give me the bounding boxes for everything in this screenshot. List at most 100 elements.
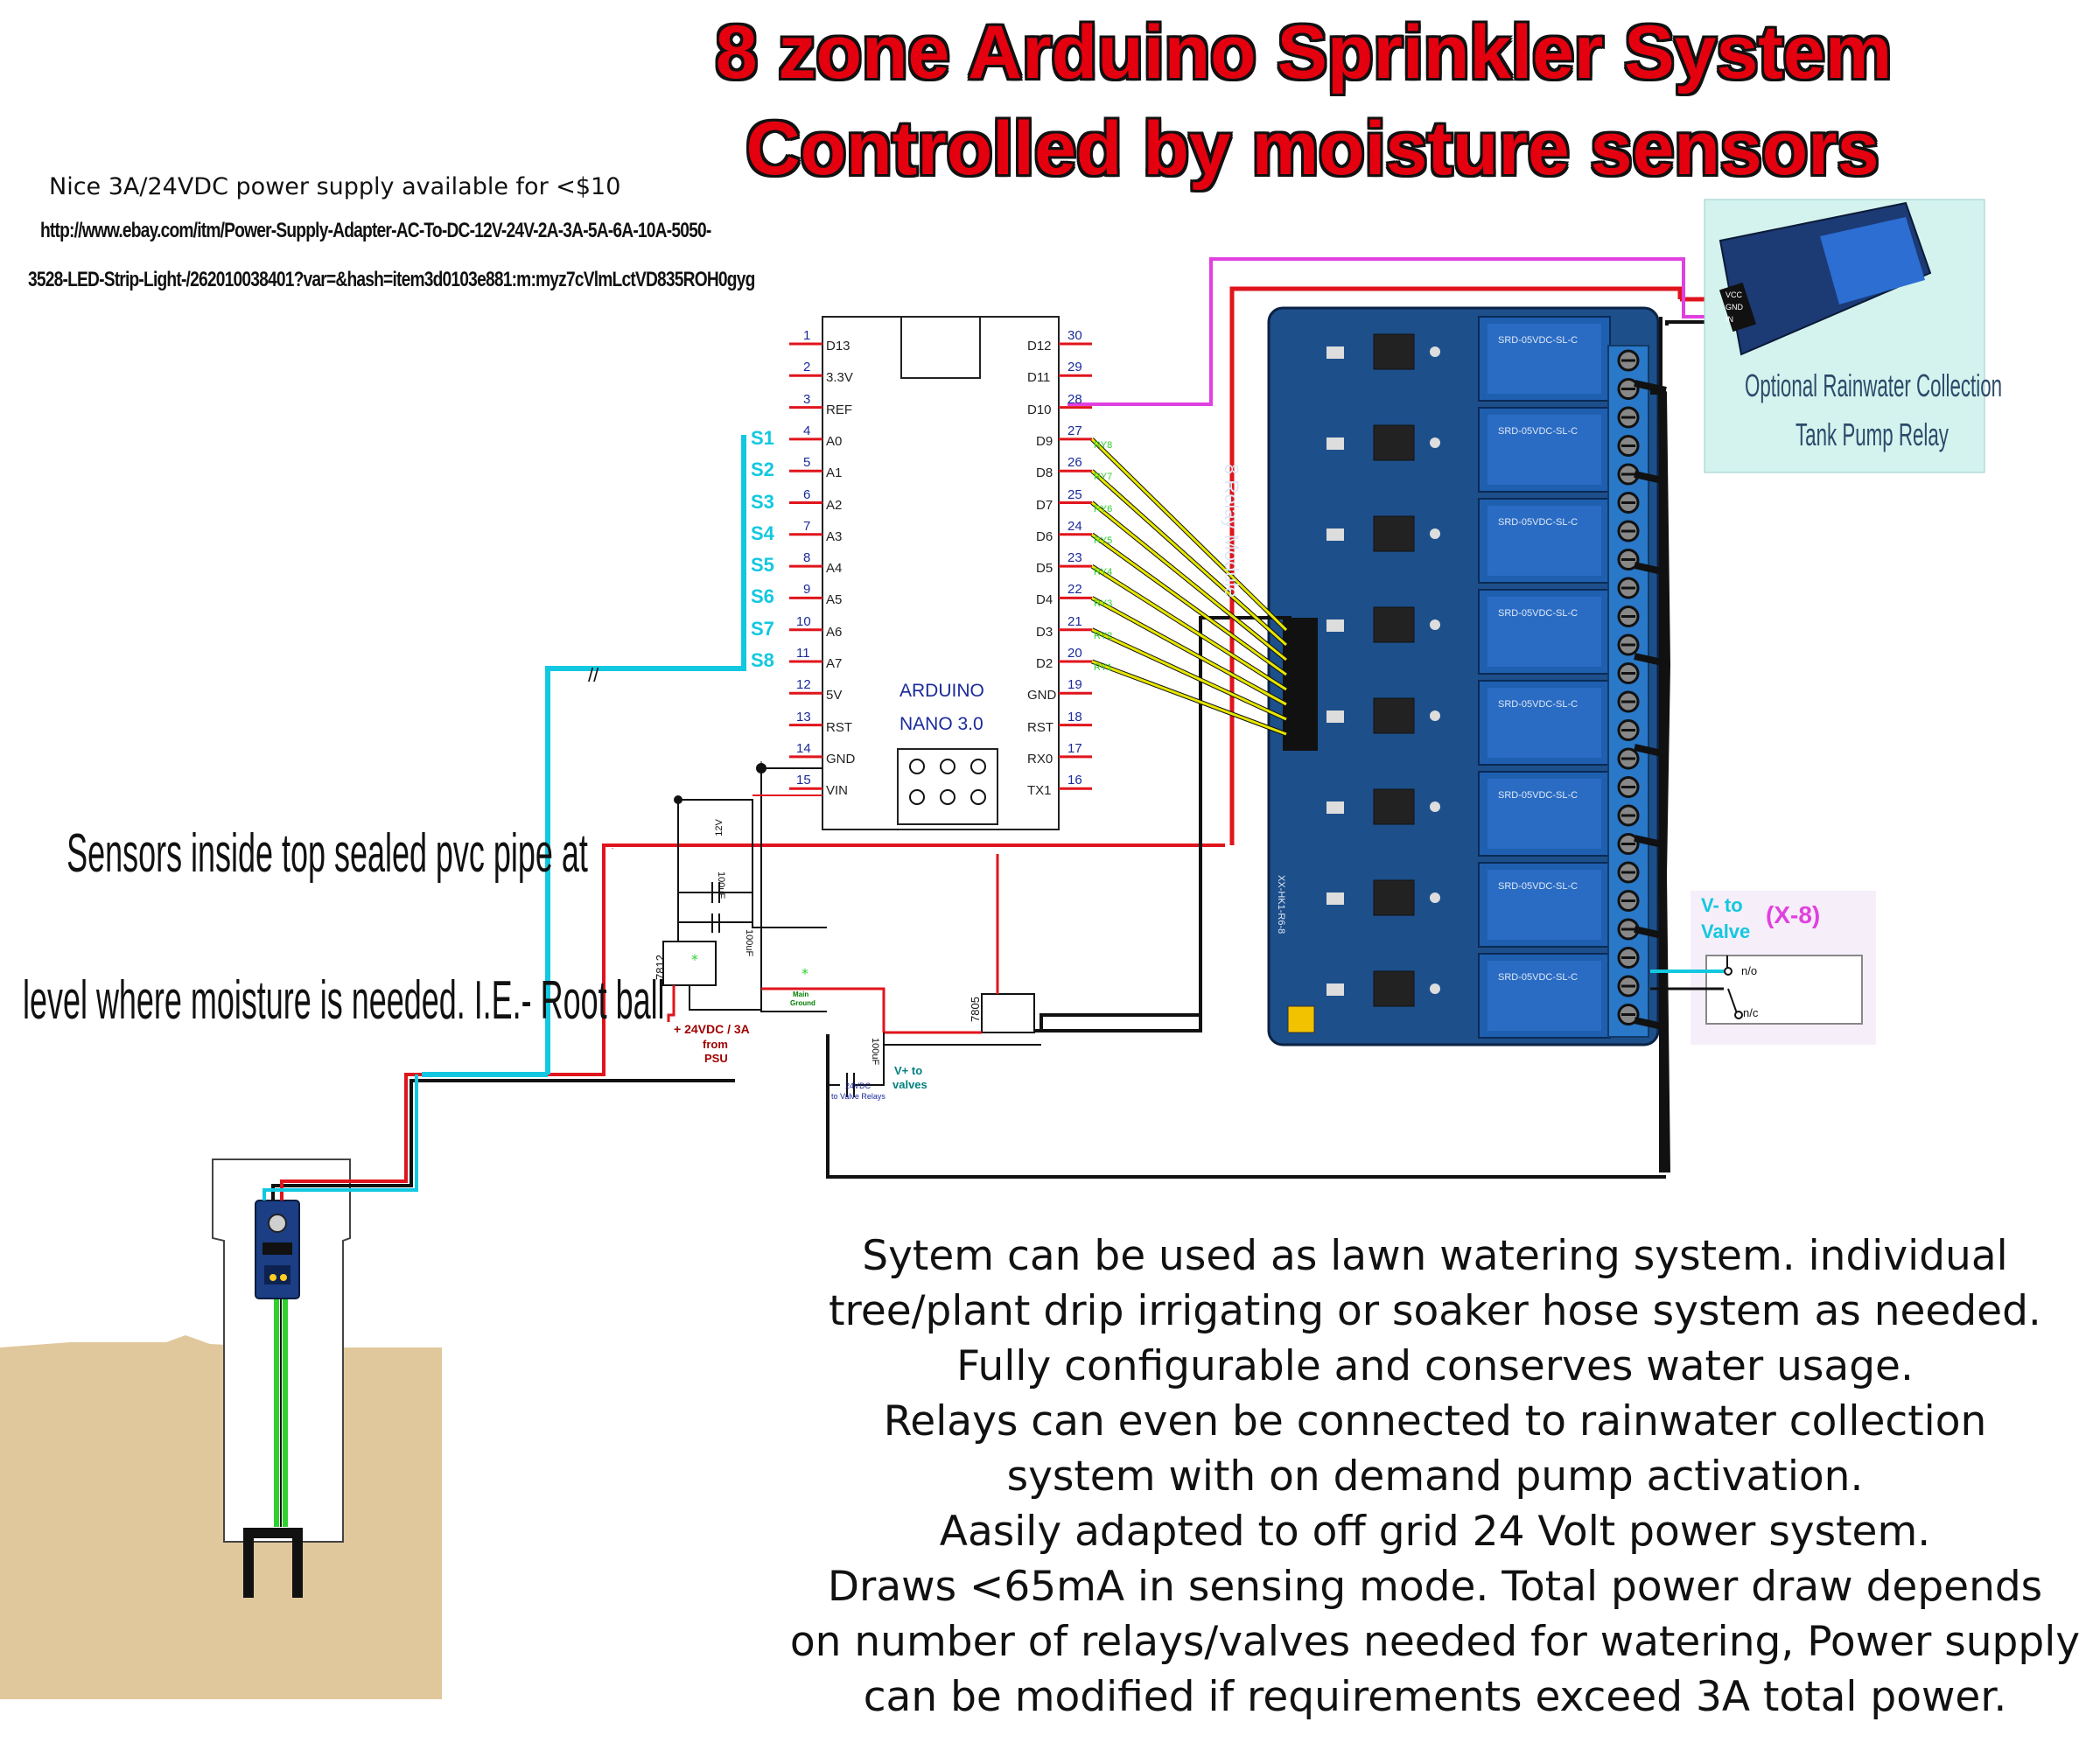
left-pin-label: 3.3V bbox=[826, 370, 853, 386]
optocoupler bbox=[1373, 606, 1415, 643]
valve-label-2: Valve bbox=[1701, 920, 1751, 942]
left-pin-number: 12 bbox=[796, 677, 811, 693]
optional-relay-line-2: Tank Pump Relay bbox=[1796, 416, 1949, 452]
relay-face bbox=[1488, 597, 1601, 667]
bus-tap bbox=[1634, 926, 1667, 940]
sensor-cable bbox=[545, 435, 746, 1074]
regulator-7805-label: 7805 bbox=[968, 997, 982, 1022]
smd-part bbox=[1326, 528, 1344, 541]
right-pin-number: 19 bbox=[1068, 677, 1082, 693]
valve-contact-box bbox=[1705, 955, 1863, 1025]
sensor-label-s6: S6 bbox=[751, 585, 774, 608]
optocoupler bbox=[1373, 788, 1415, 825]
relay-led bbox=[1430, 892, 1440, 903]
left-pin-number: 7 bbox=[803, 518, 811, 534]
signal-wire-group bbox=[1090, 438, 1288, 737]
relay-signal-label-ry5: RY5 bbox=[1094, 535, 1113, 546]
soil bbox=[0, 1335, 442, 1699]
relay-text: SRD-05VDC-SL-C bbox=[1498, 790, 1578, 801]
valve-relay-label-2: to Valve Relays bbox=[831, 1092, 886, 1101]
optocoupler bbox=[1373, 697, 1415, 734]
left-pin-label: VIN bbox=[826, 783, 849, 799]
left-pin-number: 6 bbox=[803, 486, 811, 502]
relay-text: SRD-05VDC-SL-C bbox=[1498, 881, 1578, 892]
sensor-label-s4: S4 bbox=[751, 522, 774, 544]
left-pin-number: 9 bbox=[803, 582, 811, 598]
relay-text: SRD-05VDC-SL-C bbox=[1498, 426, 1578, 437]
main-ground-2: Ground bbox=[790, 999, 816, 1007]
right-pin-number: 21 bbox=[1068, 613, 1082, 629]
marker-star: * bbox=[691, 951, 698, 968]
signal-wire bbox=[1091, 564, 1287, 691]
optional-relay-module bbox=[1718, 201, 1932, 356]
optocoupler bbox=[1373, 424, 1415, 461]
right-pin-label: GND bbox=[1027, 688, 1057, 704]
psu-input-2: from bbox=[703, 1038, 728, 1051]
right-pin-number: 16 bbox=[1068, 773, 1082, 788]
title-line-1: 8 zone Arduino Sprinkler System bbox=[715, 10, 1893, 94]
relay-led bbox=[1430, 710, 1440, 721]
cap-label-1: 100uF bbox=[716, 872, 726, 900]
right-pin-label: D5 bbox=[1036, 561, 1054, 577]
right-pin-label: RX0 bbox=[1027, 751, 1054, 766]
right-pin-number: 25 bbox=[1068, 486, 1082, 502]
relay-signal-label-ry8: RY8 bbox=[1094, 439, 1113, 451]
vplus-valves-2: valves bbox=[892, 1078, 928, 1091]
bus-tap bbox=[1634, 653, 1667, 667]
right-pin-number: 23 bbox=[1068, 550, 1082, 566]
relay-face bbox=[1488, 688, 1601, 758]
sensor-label-s1: S1 bbox=[751, 426, 774, 449]
regulator-7812-label: 7812 bbox=[653, 955, 667, 980]
right-pin-label: D8 bbox=[1036, 466, 1054, 481]
smd-part bbox=[1326, 710, 1344, 723]
relay-board-model: XX-HK1-R6-8 bbox=[1276, 875, 1286, 934]
right-pin-number: 26 bbox=[1068, 455, 1082, 471]
sensor-label-s2: S2 bbox=[751, 458, 774, 481]
bus-tap bbox=[1634, 380, 1667, 394]
valve-label-1: V- to bbox=[1701, 894, 1743, 916]
left-pin-label: 5V bbox=[826, 688, 843, 704]
right-pin-label: D2 bbox=[1036, 656, 1054, 671]
left-pin-label: A7 bbox=[826, 656, 843, 671]
description-line: tree/plant drip irrigating or soaker hos… bbox=[829, 1287, 2041, 1335]
bus-tap bbox=[1634, 471, 1667, 485]
right-pin-label: D12 bbox=[1027, 339, 1052, 354]
relay-led bbox=[1430, 528, 1440, 539]
signal-wire bbox=[1091, 533, 1287, 676]
relay-text: SRD-05VDC-SL-C bbox=[1498, 972, 1578, 983]
signal-wire bbox=[1091, 628, 1287, 721]
left-pin-label: A2 bbox=[826, 497, 843, 513]
valve-nc: n/c bbox=[1743, 1006, 1759, 1019]
optocoupler bbox=[1373, 970, 1415, 1007]
title-line-2: Controlled by moisture sensors bbox=[746, 107, 1880, 191]
left-pin-number: 11 bbox=[796, 646, 810, 661]
smd-part bbox=[1326, 892, 1344, 905]
relay-led bbox=[1430, 438, 1440, 448]
relay-led bbox=[1430, 346, 1440, 357]
right-pin-number: 30 bbox=[1068, 328, 1082, 343]
valve-count: (X-8) bbox=[1766, 901, 1821, 928]
right-pin-number: 18 bbox=[1068, 709, 1082, 724]
relay-face bbox=[1488, 870, 1601, 940]
right-pin-label: D11 bbox=[1027, 370, 1051, 386]
right-pin-label: D7 bbox=[1036, 497, 1054, 513]
right-pin-label: D3 bbox=[1036, 624, 1054, 640]
psu-url-line-2[interactable]: 3528-LED-Strip-Light-/262010038401?var=&… bbox=[28, 268, 755, 291]
sensor-label-s8: S8 bbox=[751, 649, 774, 671]
relay-signal-label-ry3: RY3 bbox=[1094, 598, 1113, 610]
left-pin-label: A3 bbox=[826, 528, 843, 544]
left-pin-label: GND bbox=[826, 751, 856, 766]
left-pin-number: 13 bbox=[796, 709, 811, 724]
relay-signal-label-ry7: RY7 bbox=[1094, 472, 1113, 483]
optocoupler bbox=[1373, 515, 1415, 552]
smd-part bbox=[1326, 620, 1344, 632]
sensor-label-s7: S7 bbox=[751, 617, 774, 640]
smd-part bbox=[1326, 984, 1344, 996]
left-pin-number: 10 bbox=[796, 613, 811, 629]
right-pin-label: D4 bbox=[1036, 592, 1054, 608]
d10-pump-wire bbox=[1068, 257, 1719, 406]
psu-url-line-1[interactable]: http://www.ebay.com/itm/Power-Supply-Ada… bbox=[40, 219, 711, 242]
psu-input-1: + 24VDC / 3A bbox=[674, 1022, 750, 1036]
signal-wire bbox=[1090, 470, 1288, 647]
